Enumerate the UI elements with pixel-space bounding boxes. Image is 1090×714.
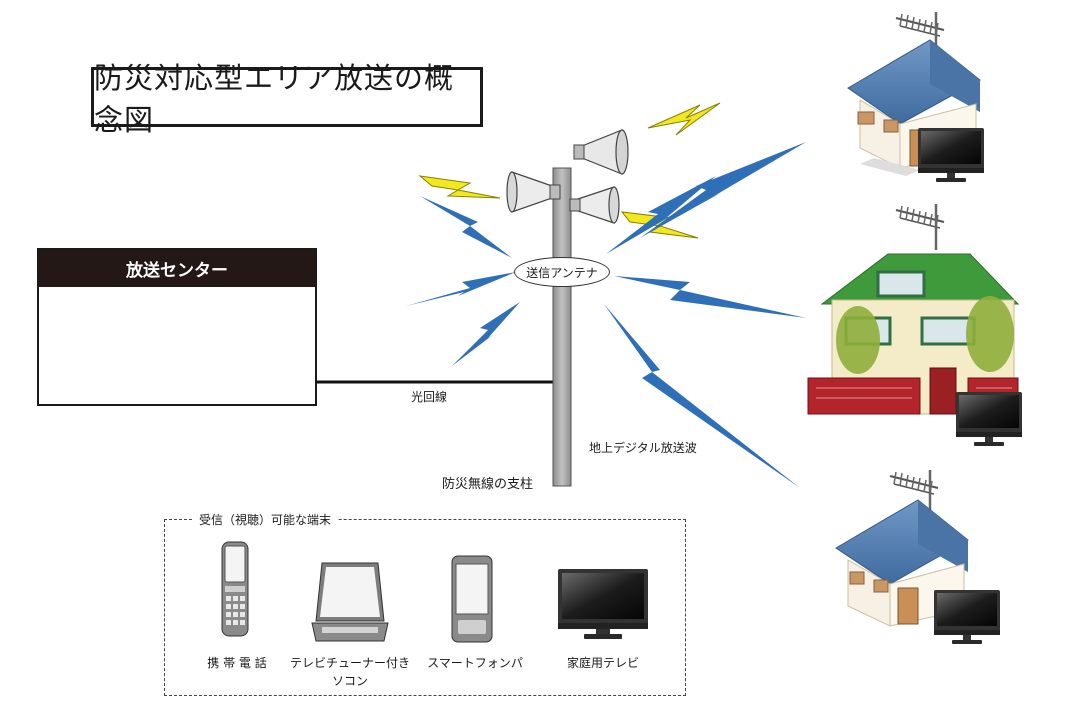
device-label-smartphone: スマートフォンパ [427, 656, 523, 670]
house-top [847, 10, 984, 182]
house-bottom [835, 468, 1000, 644]
tuner-pc-icon [311, 562, 389, 642]
smartphone-icon [451, 555, 493, 643]
tower-label: 防災無線の支柱 [442, 477, 534, 492]
fiber-line-label: 光回線 [411, 390, 448, 404]
device-label-tuner-pc-line2: ソコン [331, 674, 368, 688]
broadcast-center: 放送センター [37, 248, 317, 406]
broadcast-waves [406, 142, 806, 488]
house-middle [807, 202, 1022, 446]
device-label-tuner-pc: テレビチューナー付き [289, 656, 410, 670]
diagram-title: 防災対応型エリア放送の概念図 [91, 61, 483, 137]
tower-pole [552, 167, 572, 487]
home-tv-icon [558, 569, 648, 639]
device-label-phone: 携 帯 電 話 [207, 656, 267, 670]
loudspeakers [506, 129, 629, 224]
digital-wave-label: 地上デジタル放送波 [589, 441, 697, 455]
antenna-label: 送信アンテナ [514, 257, 610, 287]
devices-panel [164, 519, 686, 696]
devices-title: 受信（視聴）可能な端末 [193, 511, 338, 528]
device-label-home-tv: 家庭用テレビ [566, 656, 639, 670]
broadcast-center-header: 放送センター [39, 250, 315, 287]
mobile-phone-icon [221, 541, 249, 637]
